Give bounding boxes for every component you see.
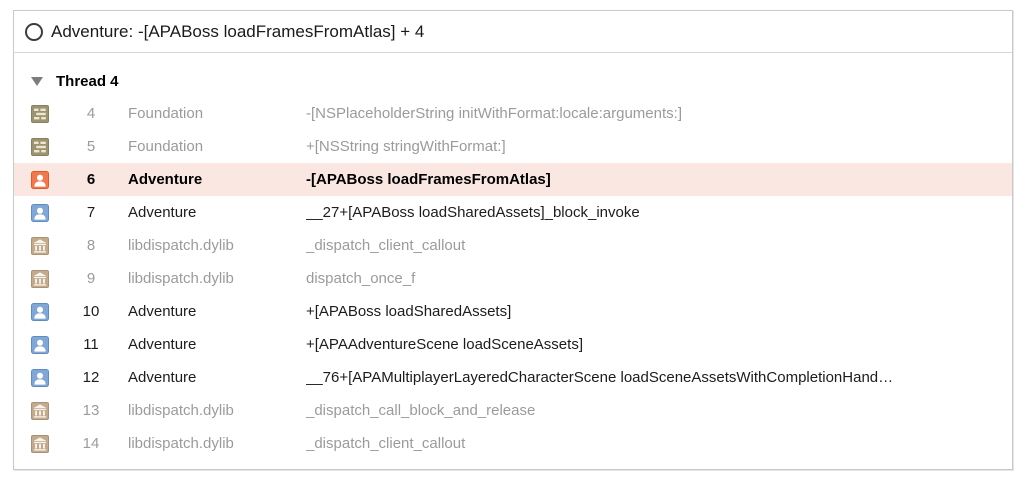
stack-frame-header-bar: Adventure: -[APABoss loadFramesFromAtlas… (14, 11, 1012, 53)
system-library-icon (31, 434, 49, 453)
frame-library: Foundation (128, 138, 204, 155)
stack-frame-row[interactable]: 10 Adventure +[APABoss loadSharedAssets] (14, 295, 1012, 328)
user-frame-icon (31, 335, 49, 354)
frame-library: Adventure (128, 171, 203, 188)
frame-number: 6 (86, 171, 96, 188)
frame-library: libdispatch.dylib (128, 402, 234, 419)
frame-function: _dispatch_client_callout (306, 237, 466, 254)
frame-number: 11 (83, 336, 99, 353)
frame-library: Adventure (128, 336, 197, 353)
user-frame-icon (31, 302, 49, 321)
frame-function: _dispatch_call_block_and_release (306, 402, 536, 419)
frame-number: 7 (86, 204, 96, 221)
frame-number: 10 (82, 303, 100, 320)
frame-library: Foundation (128, 105, 204, 122)
frame-number: 8 (86, 237, 96, 254)
stack-frame-row[interactable]: 4 Foundation -[NSPlaceholderString initW… (14, 97, 1012, 130)
stack-frame-row[interactable]: 8 libdispatch.dylib _dispatch_client_cal… (14, 229, 1012, 262)
disclosure-triangle-icon[interactable] (31, 76, 43, 86)
frame-number: 12 (82, 369, 100, 386)
user-frame-icon (31, 368, 49, 387)
thread-header-row[interactable]: Thread 4 (14, 65, 1012, 97)
stack-frame-row[interactable]: 13 libdispatch.dylib _dispatch_call_bloc… (14, 394, 1012, 427)
system-library-icon (31, 269, 49, 288)
frame-function: dispatch_once_f (306, 270, 416, 287)
frame-library: Adventure (128, 303, 197, 320)
frame-number: 14 (82, 435, 100, 452)
stack-frame-row[interactable]: 7 Adventure __27+[APABoss loadSharedAsse… (14, 196, 1012, 229)
frame-library: libdispatch.dylib (128, 435, 234, 452)
thread-backtrace: Thread 4 4 Foundation -[NSPlaceholderStr… (14, 53, 1012, 460)
frame-function: -[APABoss loadFramesFromAtlas] (306, 171, 551, 188)
selected-user-frame-icon (31, 170, 49, 189)
frame-function: -[NSPlaceholderString initWithFormat:loc… (306, 105, 682, 122)
frame-function: +[APABoss loadSharedAssets] (306, 303, 512, 320)
thread-label: Thread 4 (56, 72, 119, 90)
user-frame-icon (31, 203, 49, 222)
frame-library: libdispatch.dylib (128, 237, 234, 254)
frame-library: libdispatch.dylib (128, 270, 234, 287)
frame-function: __27+[APABoss loadSharedAssets]_block_in… (306, 204, 640, 221)
frame-number: 5 (86, 138, 96, 155)
stack-frame-row[interactable]: 9 libdispatch.dylib dispatch_once_f (14, 262, 1012, 295)
frame-number: 4 (86, 105, 96, 122)
stack-frame-row[interactable]: 5 Foundation +[NSString stringWithFormat… (14, 130, 1012, 163)
system-library-icon (31, 236, 49, 255)
debug-navigator-panel: Adventure: -[APABoss loadFramesFromAtlas… (13, 10, 1013, 470)
frame-library: Adventure (128, 204, 197, 221)
frame-number: 13 (82, 402, 100, 419)
current-frame-title: Adventure: -[APABoss loadFramesFromAtlas… (51, 21, 425, 41)
stack-frame-row[interactable]: 6 Adventure -[APABoss loadFramesFromAtla… (14, 163, 1012, 196)
stack-frame-row[interactable]: 12 Adventure __76+[APAMultiplayerLayered… (14, 361, 1012, 394)
frame-function: +[APAAdventureScene loadSceneAssets] (306, 336, 583, 353)
stack-frame-row[interactable]: 11 Adventure +[APAAdventureScene loadSce… (14, 328, 1012, 361)
circle-outline-icon (25, 22, 43, 41)
frame-library: Adventure (128, 369, 197, 386)
frame-number: 9 (86, 270, 96, 287)
system-library-icon (31, 401, 49, 420)
foundation-framework-icon (31, 104, 49, 123)
stack-frame-list: 4 Foundation -[NSPlaceholderString initW… (14, 97, 1012, 460)
foundation-framework-icon (31, 137, 49, 156)
frame-function: _dispatch_client_callout (306, 435, 466, 452)
stack-frame-row[interactable]: 14 libdispatch.dylib _dispatch_client_ca… (14, 427, 1012, 460)
frame-function: +[NSString stringWithFormat:] (306, 138, 506, 155)
frame-function: __76+[APAMultiplayerLayeredCharacterScen… (306, 369, 894, 386)
